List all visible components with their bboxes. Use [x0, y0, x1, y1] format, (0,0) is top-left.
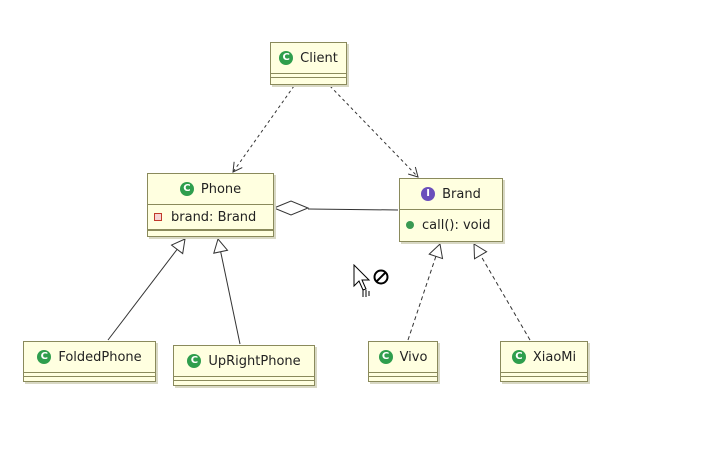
dependency-client-phone [232, 85, 295, 173]
public-method-icon [406, 221, 414, 229]
class-uprightphone-name: UpRightPhone [208, 353, 301, 369]
class-client-header: C Client [271, 43, 346, 73]
class-foldedphone-attributes [24, 372, 155, 376]
class-client-attributes [271, 73, 346, 77]
private-field-icon [154, 213, 162, 221]
class-xiaomi-name: XiaoMi [532, 349, 577, 365]
class-icon: C [279, 51, 294, 65]
class-vivo[interactable]: C Vivo [368, 341, 438, 382]
class-xiaomi-header: C XiaoMi [501, 342, 587, 372]
class-vivo-operations [369, 376, 437, 380]
interface-brand[interactable]: I Brand call(): void [399, 178, 503, 242]
realization-xiaomi-brand [473, 243, 531, 341]
no-drop-cursor-icon [353, 264, 389, 297]
class-client-operations [271, 77, 346, 81]
aggregation-line [307, 208, 399, 211]
class-icon: C [179, 182, 194, 196]
generalization-uprightphone-phone [213, 237, 241, 345]
class-uprightphone-header: C UpRightPhone [174, 346, 314, 376]
realization-vivo-brand [407, 242, 444, 341]
class-icon: C [37, 350, 52, 364]
class-client-name: Client [300, 50, 338, 66]
generalization-foldedphone-phone [107, 238, 186, 341]
class-xiaomi-attributes [501, 372, 587, 376]
class-vivo-name: Vivo [399, 349, 428, 365]
interface-icon: I [421, 187, 436, 201]
class-foldedphone-header: C FoldedPhone [24, 342, 155, 372]
class-foldedphone-name: FoldedPhone [58, 349, 142, 365]
class-xiaomi-operations [501, 376, 587, 380]
class-uprightphone[interactable]: C UpRightPhone [173, 345, 315, 386]
phone-attribute-brand[interactable]: brand: Brand [148, 205, 273, 230]
class-phone[interactable]: C Phone brand: Brand [147, 173, 274, 237]
class-vivo-attributes [369, 372, 437, 376]
class-foldedphone[interactable]: C FoldedPhone [23, 341, 156, 382]
class-uprightphone-attributes [174, 376, 314, 380]
aggregation-diamond [272, 200, 310, 216]
class-phone-header: C Phone [148, 174, 273, 205]
class-icon: C [511, 350, 526, 364]
interface-brand-header: I Brand [400, 179, 502, 210]
brand-method-text: call(): void [422, 217, 491, 233]
phone-attribute-text: brand: Brand [171, 209, 257, 225]
interface-brand-name: Brand [442, 186, 481, 202]
class-vivo-header: C Vivo [369, 342, 437, 372]
class-icon: C [378, 350, 393, 364]
class-phone-operations [148, 230, 273, 234]
brand-method-call[interactable]: call(): void [400, 213, 502, 237]
class-phone-name: Phone [200, 181, 242, 197]
class-client[interactable]: C Client [270, 42, 347, 85]
class-xiaomi[interactable]: C XiaoMi [500, 341, 588, 382]
class-uprightphone-operations [174, 380, 314, 384]
dependency-client-brand [329, 85, 419, 178]
class-icon: C [187, 354, 202, 368]
class-foldedphone-operations [24, 376, 155, 380]
